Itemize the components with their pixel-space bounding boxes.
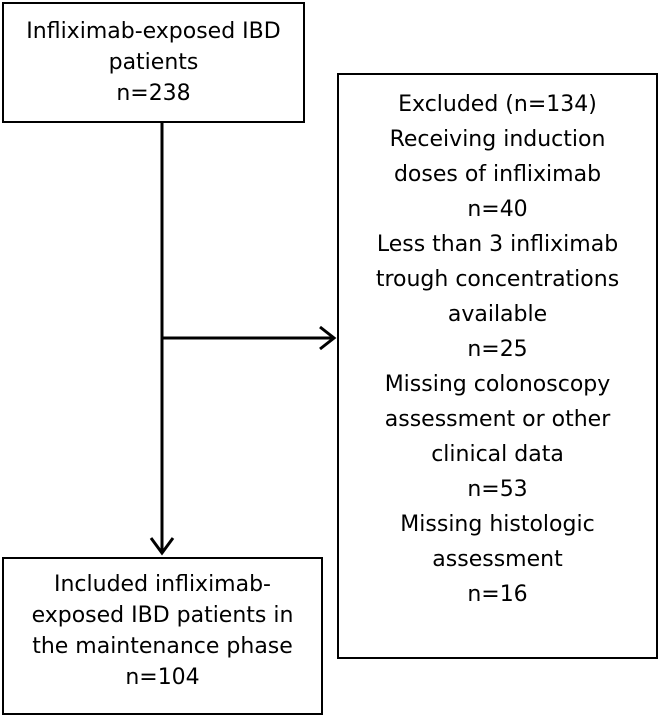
source-population-line: patients: [108, 50, 199, 75]
exclusion-count: n=25: [467, 337, 528, 362]
exclusion-count: n=16: [467, 582, 528, 607]
included-population-line: Included infliximab-: [53, 572, 271, 597]
exclusion-reason-line: Missing histologic: [400, 512, 595, 537]
exclusion-reason-line: doses of infliximab: [393, 162, 602, 187]
arrowhead-down-icon: [149, 537, 175, 556]
source-population-box: Infliximab-exposed IBD patients n=238: [2, 2, 305, 123]
included-population-box: Included infliximab- exposed IBD patient…: [2, 557, 323, 715]
exclusion-reason-line: assessment: [432, 547, 563, 572]
source-population-text: Infliximab-exposed IBD patients n=238: [4, 16, 303, 109]
included-population-line: the maintenance phase: [32, 634, 293, 659]
exclusion-reason-line: Missing colonoscopy: [384, 372, 611, 397]
excluded-box: Excluded (n=134) Receiving induction dos…: [337, 73, 658, 659]
exclusion-reason-line: trough concentrations: [375, 267, 620, 292]
exclusion-count: n=53: [467, 477, 528, 502]
arrowhead-right-icon: [319, 325, 337, 351]
exclusion-count: n=40: [467, 197, 528, 222]
exclusion-reason-line: available: [447, 302, 548, 327]
exclusion-reason-line: Less than 3 infliximab: [376, 232, 619, 257]
exclusion-reason-line: clinical data: [431, 442, 564, 467]
excluded-heading: Excluded (n=134): [398, 92, 597, 117]
source-population-line: Infliximab-exposed IBD: [26, 19, 281, 44]
included-population-line: exposed IBD patients in: [31, 603, 294, 628]
source-population-count: n=238: [116, 81, 191, 106]
excluded-text: Excluded (n=134) Receiving induction dos…: [339, 87, 656, 612]
included-population-text: Included infliximab- exposed IBD patient…: [4, 569, 321, 693]
exclusion-reason-line: assessment or other: [384, 407, 611, 432]
included-population-count: n=104: [125, 665, 200, 690]
exclusion-reason-line: Receiving induction: [389, 127, 606, 152]
